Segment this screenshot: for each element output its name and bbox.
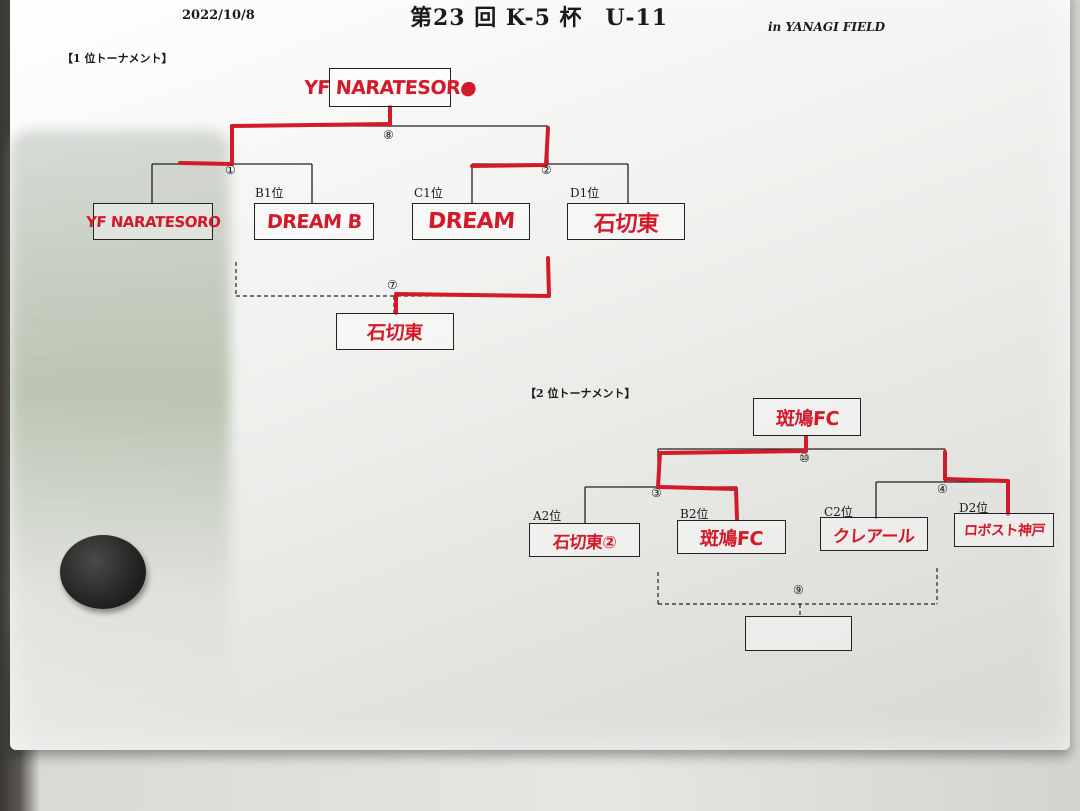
tournament1-third-place-number: ⑦ bbox=[387, 278, 398, 292]
bracket2-red-lines bbox=[656, 435, 1010, 521]
magnet bbox=[60, 535, 146, 609]
tournament2-team-c: クレアール bbox=[832, 526, 916, 547]
tournament2-team-b: 斑鳩FC bbox=[699, 527, 764, 550]
tournament1-label: 【1 位トーナメント】 bbox=[62, 52, 173, 65]
tournament1-third-place-box: 石切東 bbox=[336, 313, 454, 350]
whiteboard bbox=[10, 0, 1070, 750]
header-venue: in YANAGI FIELD bbox=[768, 20, 886, 34]
tournament2-seed-a2: A2位 bbox=[533, 509, 562, 523]
tournament2-team-a: 石切東② bbox=[551, 532, 617, 553]
tournament1-team-a: YF NARATESORO bbox=[85, 212, 221, 231]
tournament1-seed-c1: C1位 bbox=[414, 186, 443, 200]
tournament2-team-a-box: 石切東② bbox=[529, 523, 640, 557]
tournament2-semi-right-number: ④ bbox=[937, 482, 948, 496]
tournament2-seed-c2: C2位 bbox=[824, 505, 853, 519]
tournament1-team-c: DREAM bbox=[426, 209, 516, 234]
tournament2-winner-box: 斑鳩FC bbox=[753, 398, 861, 436]
tournament1-team-a-box: YF NARATESORO bbox=[85, 203, 221, 240]
header-date: 2022/10/8 bbox=[182, 8, 255, 23]
bracket1-red-lines bbox=[178, 105, 551, 315]
tournament2-seed-b2: B2位 bbox=[680, 507, 709, 521]
window-reflection bbox=[10, 130, 230, 710]
tournament2-label: 【2 位トーナメント】 bbox=[525, 387, 636, 400]
tournament2-final-match-number: ⑩ bbox=[799, 451, 810, 465]
tournament2-third-place-number: ⑨ bbox=[793, 583, 804, 597]
tournament2-winner: 斑鳩FC bbox=[774, 407, 840, 430]
tournament2-semi-left-number: ③ bbox=[651, 486, 662, 500]
tournament1-seed-d1: D1位 bbox=[570, 186, 600, 200]
tournament1-team-d: 石切東 bbox=[592, 211, 659, 237]
tournament1-team-b: DREAM B bbox=[265, 210, 363, 233]
tournament1-seed-b1: B1位 bbox=[255, 186, 284, 200]
tournament1-third-place-result: 石切東 bbox=[366, 322, 424, 344]
tournament1-team-c-box: DREAM bbox=[412, 203, 530, 240]
bracket2-dashed-lines bbox=[657, 568, 938, 617]
tournament2-team-b-box: 斑鳩FC bbox=[677, 520, 786, 554]
tournament1-team-b-box: DREAM B bbox=[254, 203, 374, 240]
tournament1-semi-left-number: ① bbox=[225, 163, 236, 177]
tournament2-third-place-box bbox=[745, 616, 852, 651]
tournament1-final-match-number: ⑧ bbox=[383, 128, 394, 142]
tournament2-seed-d2: D2位 bbox=[959, 501, 989, 515]
tournament1-winner: YF NARATESOR● bbox=[303, 76, 477, 99]
tournament1-semi-right-number: ② bbox=[541, 163, 552, 177]
tournament1-team-d-box: 石切東 bbox=[567, 203, 685, 240]
tournament2-team-d-box: ロボスト神戸 bbox=[954, 513, 1054, 547]
tournament2-team-d: ロボスト神戸 bbox=[962, 523, 1045, 539]
tournament1-winner-box: YF NARATESOR● bbox=[303, 68, 477, 107]
tournament2-team-c-box: クレアール bbox=[820, 517, 928, 551]
header-title: 第23 回 K-5 杯 U-11 bbox=[410, 5, 669, 31]
